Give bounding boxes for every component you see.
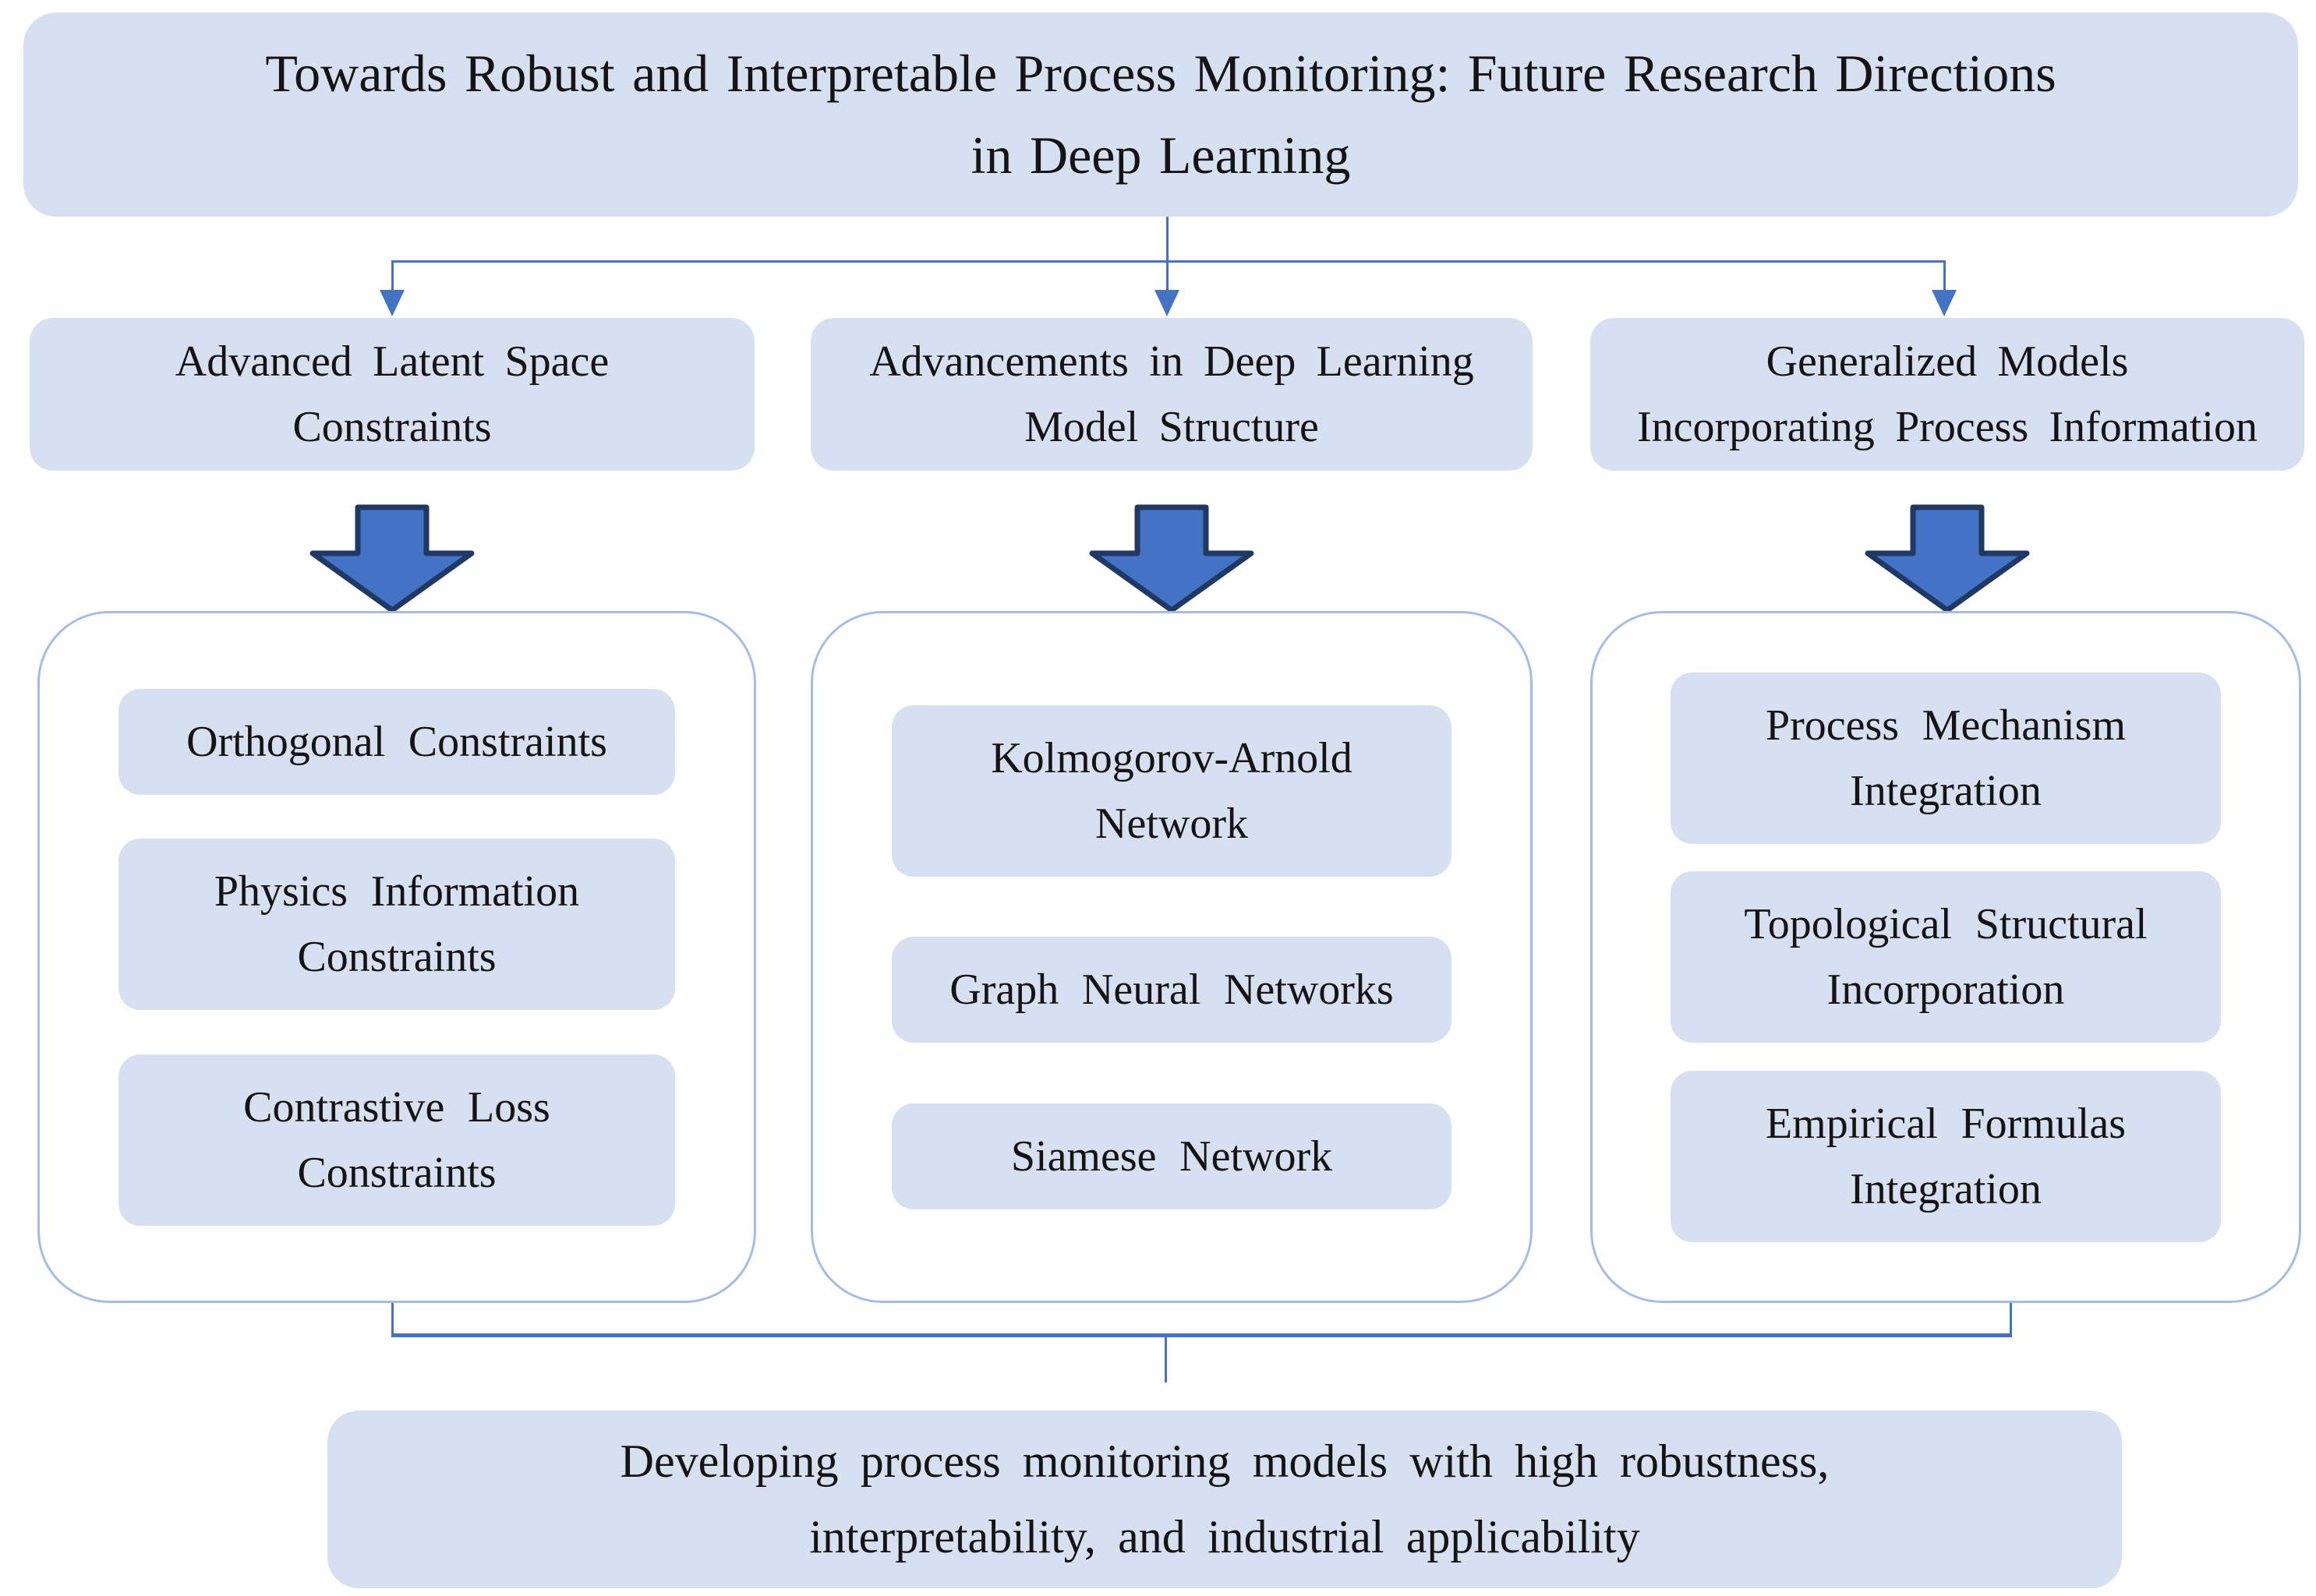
item-box-graph-neural-networks: Graph Neural Networks (892, 937, 1451, 1043)
item-label: Orthogonal Constraints (186, 717, 607, 766)
item-box-empirical-formulas-integration: Empirical Formulas Integration (1670, 1070, 2222, 1242)
connector-bottom-horizontal (391, 1333, 2012, 1337)
connector-drop-right (1943, 260, 1946, 291)
block-arrow-down-icon (306, 503, 478, 614)
category-label: Advancements in Deep Learning Model Stru… (869, 337, 1474, 451)
item-box-siamese-network: Siamese Network (892, 1103, 1451, 1209)
item-label: Physics Information Constraints (214, 867, 580, 981)
item-box-contrastive-loss-constraints: Contrastive Loss Constraints (118, 1054, 676, 1226)
title-box: Towards Robust and Interpretable Process… (23, 12, 2298, 217)
category-box-model-structure: Advancements in Deep Learning Model Stru… (811, 318, 1533, 471)
item-label: Graph Neural Networks (949, 966, 1394, 1014)
block-arrow-down-icon (1862, 503, 2033, 614)
connector-stub-left (391, 1303, 394, 1336)
item-label: Topological Structural Incorporation (1744, 900, 2148, 1014)
arrowhead-down-center-icon (1154, 290, 1179, 316)
connector-bottom-stem (1165, 1337, 1167, 1382)
item-box-orthogonal-constraints: Orthogonal Constraints (118, 688, 676, 795)
arrowhead-down-right-icon (1932, 290, 1957, 316)
arrowhead-down-left-icon (380, 290, 405, 316)
category-box-latent-space-constraints: Advanced Latent Space Constraints (30, 318, 755, 471)
item-label: Siamese Network (1010, 1132, 1333, 1181)
item-label: Kolmogorov-Arnold Network (991, 733, 1352, 848)
conclusion-box: Developing process monitoring models wit… (327, 1411, 2122, 1588)
item-box-process-mechanism-integration: Process Mechanism Integration (1670, 672, 2222, 844)
item-box-physics-information-constraints: Physics Information Constraints (118, 839, 676, 1010)
group-container-process-information: Process Mechanism Integration Topologica… (1590, 611, 2301, 1303)
connector-title-stem (1166, 217, 1169, 262)
connector-top-horizontal (391, 260, 1946, 263)
category-label: Advanced Latent Space Constraints (175, 337, 610, 451)
group-container-model-structure: Kolmogorov-Arnold Network Graph Neural N… (811, 611, 1533, 1303)
connector-drop-left (391, 260, 394, 291)
item-label: Process Mechanism Integration (1765, 701, 2127, 815)
item-box-topological-structural-incorporation: Topological Structural Incorporation (1670, 871, 2222, 1043)
connector-drop-center (1166, 263, 1169, 291)
group-container-latent-space: Orthogonal Constraints Physics Informati… (37, 611, 756, 1303)
title-text: Towards Robust and Interpretable Process… (265, 43, 2056, 185)
category-box-process-information: Generalized Models Incorporating Process… (1590, 318, 2304, 471)
conclusion-text: Developing process monitoring models wit… (620, 1435, 1830, 1562)
connector-stub-right (2010, 1303, 2012, 1336)
item-label: Contrastive Loss Constraints (243, 1082, 550, 1197)
category-label: Generalized Models Incorporating Process… (1637, 337, 2258, 451)
item-label: Empirical Formulas Integration (1765, 1099, 2127, 1213)
item-box-kolmogorov-arnold-network: Kolmogorov-Arnold Network (892, 704, 1451, 877)
block-arrow-down-icon (1086, 503, 1257, 614)
